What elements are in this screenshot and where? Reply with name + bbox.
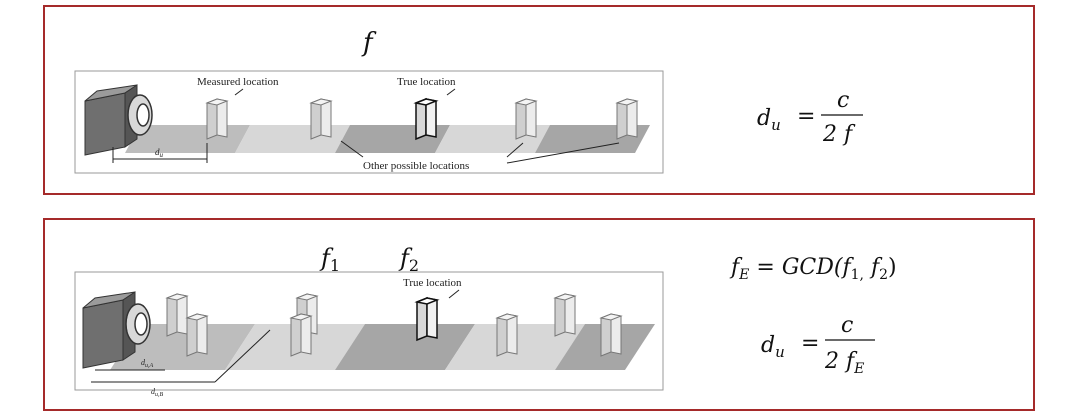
distance-formula: du = c 2 fE [761, 313, 875, 377]
svg-text:fE = GCD(f1, f2): fE = GCD(f1, f2) [729, 255, 897, 283]
other-arrow-3 [506, 142, 620, 164]
svg-text:du: du [757, 106, 781, 134]
box-measured [205, 98, 229, 140]
bottom-panel: f1 f2 [43, 218, 1035, 411]
true-arrow [448, 289, 460, 299]
scene-frame [74, 70, 664, 174]
other-arrow-2 [506, 142, 524, 158]
distance-formula: du = c 2 f [757, 88, 863, 147]
box-pair-4 [599, 313, 623, 357]
frequency-2-symbol: f2 [398, 244, 419, 275]
du-b-extension-line [214, 329, 271, 383]
svg-text:du: du [761, 333, 785, 361]
gcd-formula: fE = GCD(f1, f2) [729, 255, 897, 283]
other-arrow-1 [340, 140, 364, 158]
box-possible-1 [309, 98, 333, 140]
top-panel: f [43, 5, 1035, 195]
svg-text:2 f: 2 f [822, 122, 856, 147]
measured-location-label: Measured location [197, 76, 279, 88]
box-true [413, 97, 439, 141]
du-dimension-label: du [155, 147, 164, 159]
true-location-label: True location [403, 277, 462, 289]
bottom-panel-canvas: f1 f2 [74, 244, 897, 398]
true-arrow [446, 88, 456, 96]
box-pair-3 [495, 293, 577, 357]
svg-text:=: = [801, 331, 819, 356]
box-true [414, 296, 440, 342]
svg-text:2 fE: 2 fE [824, 349, 864, 377]
svg-text:=: = [797, 104, 815, 129]
frequency-symbol: f [361, 28, 377, 58]
true-location-label: True location [397, 76, 456, 88]
camera-icon [82, 291, 151, 369]
camera-icon [84, 84, 153, 156]
box-pair-2 [289, 293, 319, 357]
top-panel-canvas: f [74, 28, 863, 174]
other-locations-label: Other possible locations [363, 160, 469, 172]
box-possible-2 [514, 98, 538, 140]
frequency-1-symbol: f1 [319, 244, 340, 275]
box-possible-3 [615, 98, 639, 140]
measured-arrow [234, 88, 244, 96]
floor [125, 125, 650, 153]
du-a-label: du,A [141, 358, 154, 369]
svg-text:c: c [837, 88, 849, 113]
box-pair-1 [165, 293, 209, 357]
svg-text:c: c [841, 313, 853, 338]
du-b-label: du,B [151, 387, 164, 398]
